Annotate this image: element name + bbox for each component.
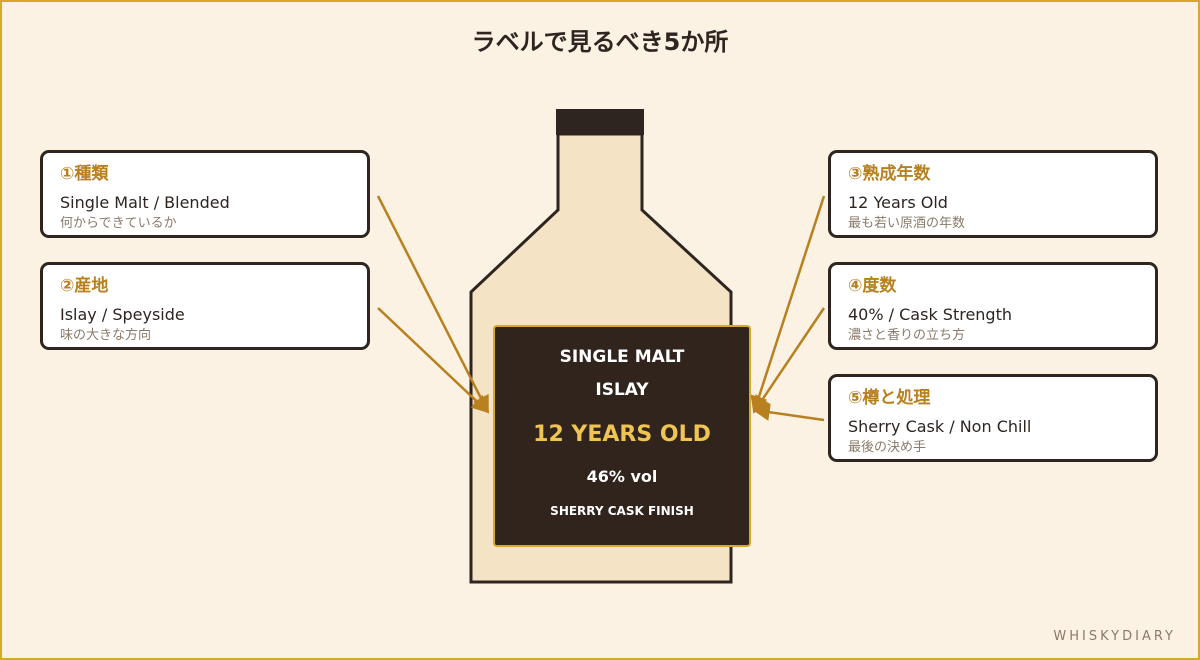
card-value: 12 Years Old	[848, 193, 948, 212]
arrow-2	[377, 307, 490, 414]
bottle-cap	[556, 109, 644, 135]
arrow-5	[752, 403, 825, 422]
label-type: SINGLE MALT	[559, 347, 685, 367]
brand-watermark: WHISKYDIARY	[1053, 629, 1176, 644]
page-title: ラベルで見るべき5か所	[471, 28, 729, 56]
card-note: 濃さと香りの立ち方	[848, 328, 966, 343]
card-value: Single Malt / Blended	[60, 193, 230, 212]
arrow-3	[750, 195, 826, 414]
card-value: Sherry Cask / Non Chill	[848, 417, 1032, 436]
label-cask: SHERRY CASK FINISH	[550, 504, 694, 518]
label-abv: 46% vol	[586, 467, 658, 486]
card-heading: ③熟成年数	[848, 164, 931, 184]
card-value: Islay / Speyside	[60, 305, 185, 324]
card-note: 最も若い原酒の年数	[848, 216, 966, 231]
label-age: 12 YEARS OLD	[533, 422, 711, 447]
label-region: ISLAY	[595, 380, 649, 400]
card-abv: ④度数 40% / Cask Strength 濃さと香りの立ち方	[828, 262, 1158, 350]
arrow-1	[376, 195, 490, 414]
card-region: ②産地 Islay / Speyside 味の大きな方向	[40, 262, 370, 350]
card-note: 何からできているか	[60, 216, 177, 231]
card-note: 味の大きな方向	[60, 328, 152, 343]
card-heading: ②産地	[60, 276, 109, 296]
card-age: ③熟成年数 12 Years Old 最も若い原酒の年数	[828, 150, 1158, 238]
card-type: ①種類 Single Malt / Blended 何からできているか	[40, 150, 370, 238]
card-cask: ⑤樽と処理 Sherry Cask / Non Chill 最後の決め手	[828, 374, 1158, 462]
card-heading: ①種類	[60, 164, 109, 184]
card-note: 最後の決め手	[848, 440, 927, 455]
card-heading: ④度数	[848, 276, 897, 296]
arrow-4	[752, 307, 826, 414]
card-value: 40% / Cask Strength	[848, 305, 1012, 324]
card-heading: ⑤樽と処理	[848, 388, 931, 408]
bottle-label: SINGLE MALT ISLAY 12 YEARS OLD 46% vol S…	[493, 325, 751, 547]
